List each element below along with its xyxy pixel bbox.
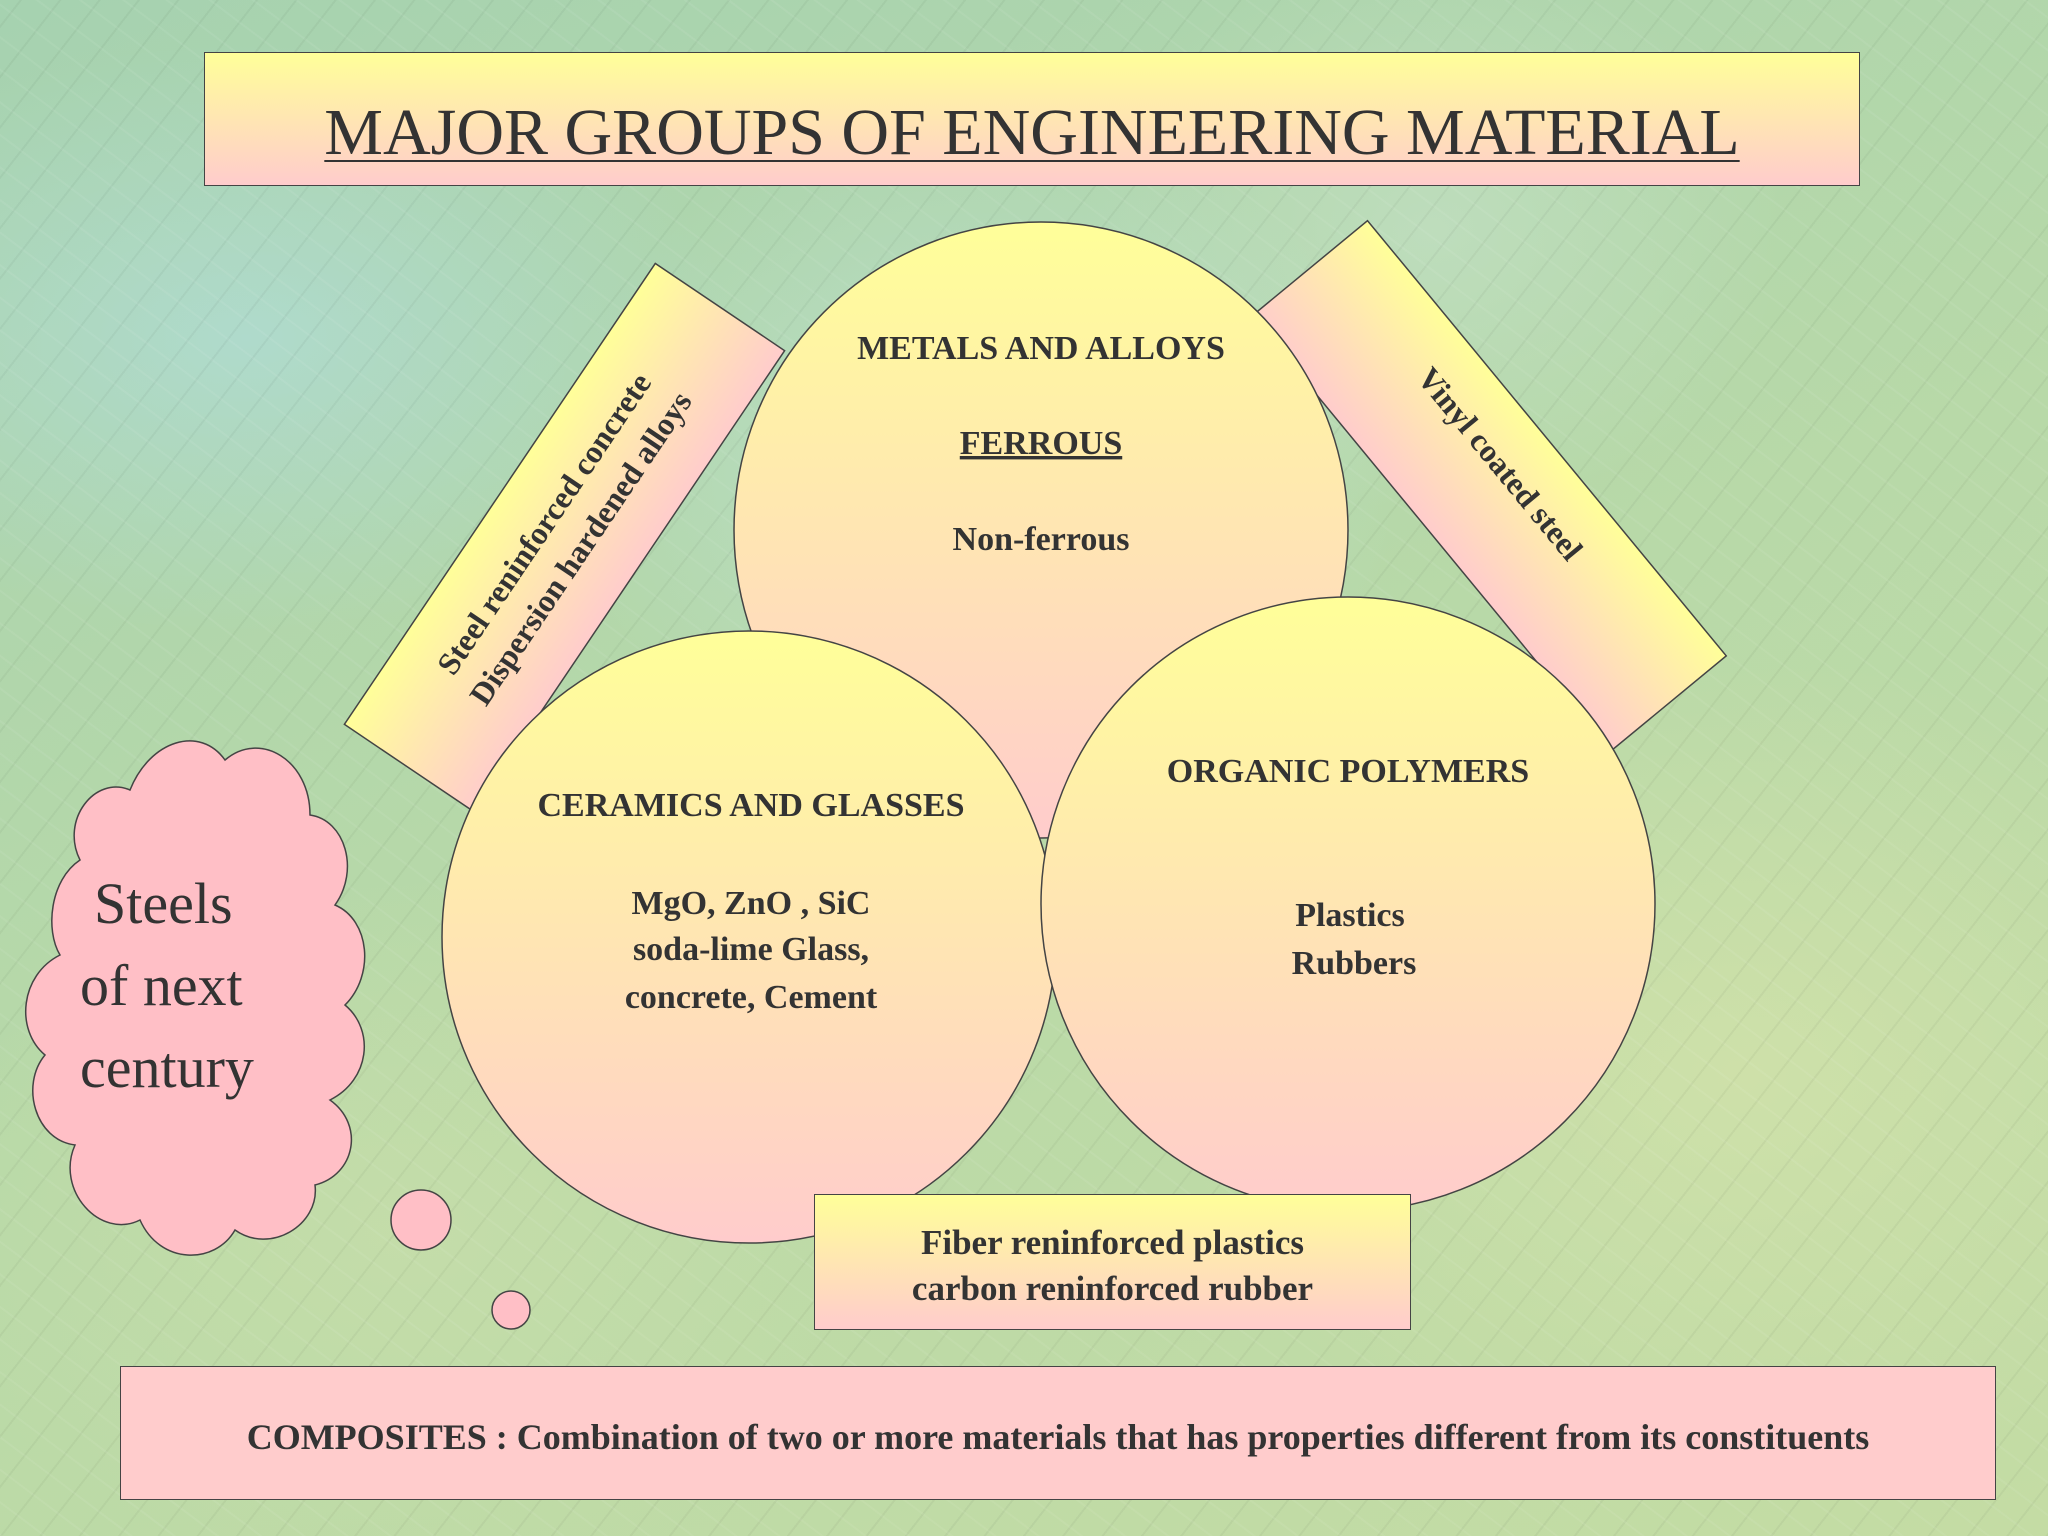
polymers-heading: ORGANIC POLYMERS: [1167, 753, 1529, 790]
cloud-line-3: century: [80, 1035, 254, 1100]
ceramics-item-2: soda-lime Glass,: [633, 931, 869, 968]
ceramics-item-3: concrete, Cement: [625, 979, 878, 1016]
ceramics-item-1: MgO, ZnO , SiC: [632, 885, 871, 922]
fiber-line-1: Fiber reninforced plastics: [920, 1223, 1305, 1262]
fiber-line-2: carbon reninforced rubber: [911, 1269, 1314, 1308]
cloud-line-2: of next: [80, 953, 243, 1018]
circle-polymers: ORGANIC POLYMERS Plastics Rubbers: [1040, 596, 1656, 1212]
metals-item-ferrous: FERROUS: [960, 425, 1122, 462]
composites-definition: COMPOSITES : Combination of two or more …: [246, 1417, 1870, 1457]
polymers-item-rubbers: Rubbers: [1292, 945, 1417, 982]
ceramics-heading: CERAMICS AND GLASSES: [538, 787, 965, 824]
page-title: MAJOR GROUPS OF ENGINEERING MATERIAL: [324, 96, 1740, 169]
fiber-composites-box: Fiber reninforced plastics carbon reninf…: [814, 1194, 1411, 1330]
polymers-item-plastics: Plastics: [1295, 897, 1405, 934]
circle-ceramics: CERAMICS AND GLASSES MgO, ZnO , SiC soda…: [441, 630, 1057, 1244]
cloud-line-1: Steels: [94, 871, 233, 936]
title-banner: MAJOR GROUPS OF ENGINEERING MATERIAL: [204, 52, 1860, 186]
composites-definition-box: COMPOSITES : Combination of two or more …: [120, 1366, 1996, 1500]
metals-item-non-ferrous: Non-ferrous: [953, 521, 1130, 558]
metals-heading: METALS AND ALLOYS: [857, 330, 1225, 367]
